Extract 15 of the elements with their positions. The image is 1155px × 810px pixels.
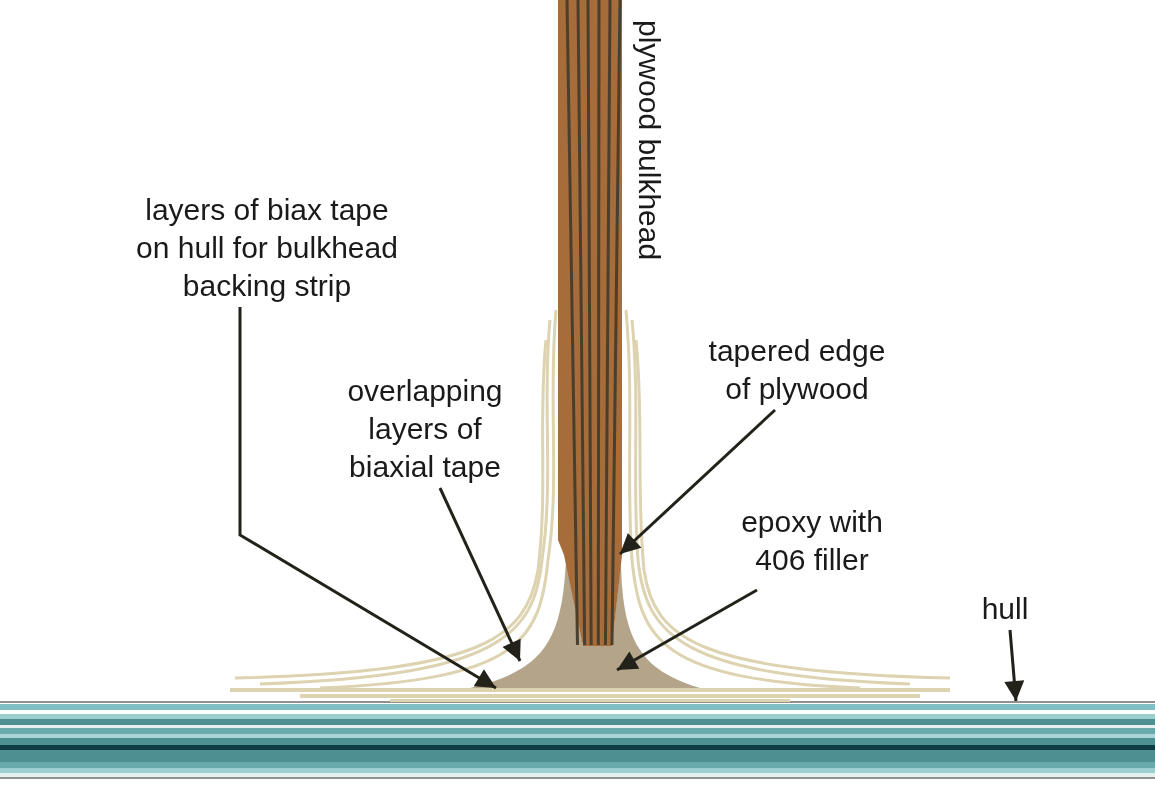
tape-layers	[234, 309, 951, 690]
leader-arrow	[238, 307, 497, 690]
callout-text: layers of biax tape on hull for bulkhead backing strip	[124, 191, 410, 305]
leader-arrow	[438, 487, 522, 662]
hull-drawing	[0, 701, 1155, 779]
callout-text: overlapping layers of biaxial tape	[332, 372, 518, 486]
leader-arrow	[616, 588, 758, 672]
leader-arrow	[1004, 629, 1025, 702]
backing-strip	[230, 688, 950, 702]
callout-text: tapered edge of plywood	[692, 332, 902, 408]
callout-text: hull	[965, 590, 1045, 628]
plywood-drawing	[558, 0, 622, 646]
leader-arrow	[618, 408, 777, 556]
part-label: plywood bulkhead	[632, 20, 666, 261]
callout-text: epoxy with 406 filler	[724, 503, 900, 579]
